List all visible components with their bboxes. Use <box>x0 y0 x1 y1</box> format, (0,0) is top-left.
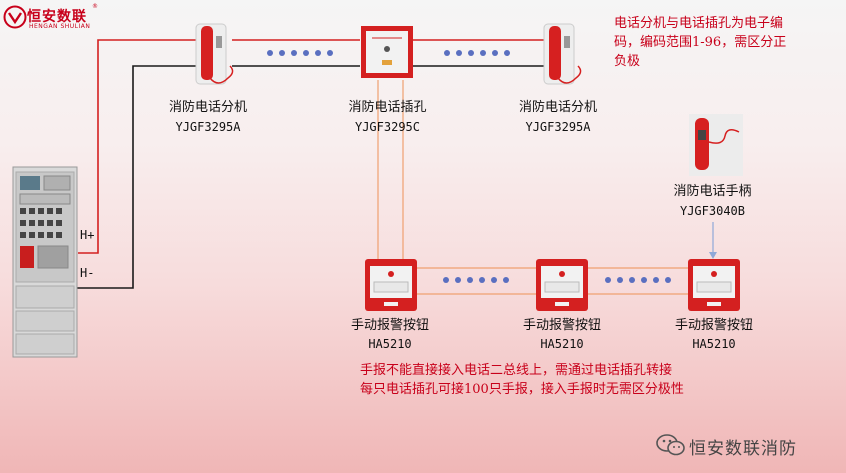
h-plus-wire <box>78 39 198 254</box>
h-minus-wire <box>76 65 200 289</box>
alarm-wiring-note: 手报不能直接接入电话二总线上，需通过电话插孔转接 每只电话插孔可接100只手报，… <box>360 361 800 399</box>
encoding-note-line-2: 码，编码范围1-96，需区分正 <box>614 35 787 50</box>
phone-jack-model: YJGF3295C <box>354 120 421 134</box>
phone-extension-right-model: YJGF3295A <box>525 120 591 134</box>
continuation-dots-bottom-right <box>605 277 671 283</box>
phone-extension-left-name: 消防电话分机 <box>168 100 247 115</box>
wechat-icon <box>656 434 685 456</box>
phone-handset-name: 消防电话手柄 <box>673 184 752 199</box>
h-minus-label: H- <box>80 266 95 280</box>
alarm-button-right-model: HA5210 <box>692 337 736 351</box>
alarm-button-left-model: HA5210 <box>368 337 412 351</box>
continuation-dots-top-right <box>444 50 510 56</box>
continuation-dots-top-left <box>267 50 333 56</box>
phone-handset-model: YJGF3040B <box>679 204 746 218</box>
continuation-dots-bottom-left <box>443 277 509 283</box>
phone-handset-icon <box>689 114 743 176</box>
phone-extension-left-icon <box>195 23 234 85</box>
fire-control-cabinet <box>12 166 78 358</box>
alarm-wiring-note-line-2: 每只电话插孔可接100只手报，接入手报时无需区分极性 <box>360 382 684 397</box>
alarm-wiring-note-line-1: 手报不能直接接入电话二总线上，需通过电话插孔转接 <box>360 363 673 378</box>
phone-extension-left-model: YJGF3295A <box>175 120 241 134</box>
company-logo-name: 恒安数联 <box>27 9 87 25</box>
registered-mark: ® <box>92 3 98 10</box>
phone-jack-name: 消防电话插孔 <box>348 100 427 115</box>
company-logo-subtitle: HENGAN SHULIAN <box>29 23 91 30</box>
handset-arrow-head <box>709 252 717 259</box>
phone-extension-right-icon <box>543 23 582 85</box>
alarm-button-left-icon <box>365 259 417 311</box>
alarm-button-mid-icon <box>536 259 588 311</box>
alarm-button-right-icon <box>688 259 740 311</box>
alarm-button-mid-model: HA5210 <box>540 337 584 351</box>
watermark-text: 恒安数联消防 <box>689 439 797 459</box>
encoding-note-line-3: 负极 <box>614 54 641 69</box>
encoding-note-line-1: 电话分机与电话插孔为电子编 <box>614 16 784 31</box>
alarm-button-right-name: 手动报警按钮 <box>674 318 753 333</box>
company-logo-icon <box>3 5 27 29</box>
phone-extension-right-name: 消防电话分机 <box>518 100 597 115</box>
alarm-button-left-name: 手动报警按钮 <box>350 318 429 333</box>
alarm-button-mid-name: 手动报警按钮 <box>522 318 601 333</box>
encoding-note: 电话分机与电话插孔为电子编 码，编码范围1-96，需区分正 负极 <box>614 14 834 71</box>
phone-jack-icon <box>361 26 413 78</box>
h-plus-label: H+ <box>80 228 95 242</box>
